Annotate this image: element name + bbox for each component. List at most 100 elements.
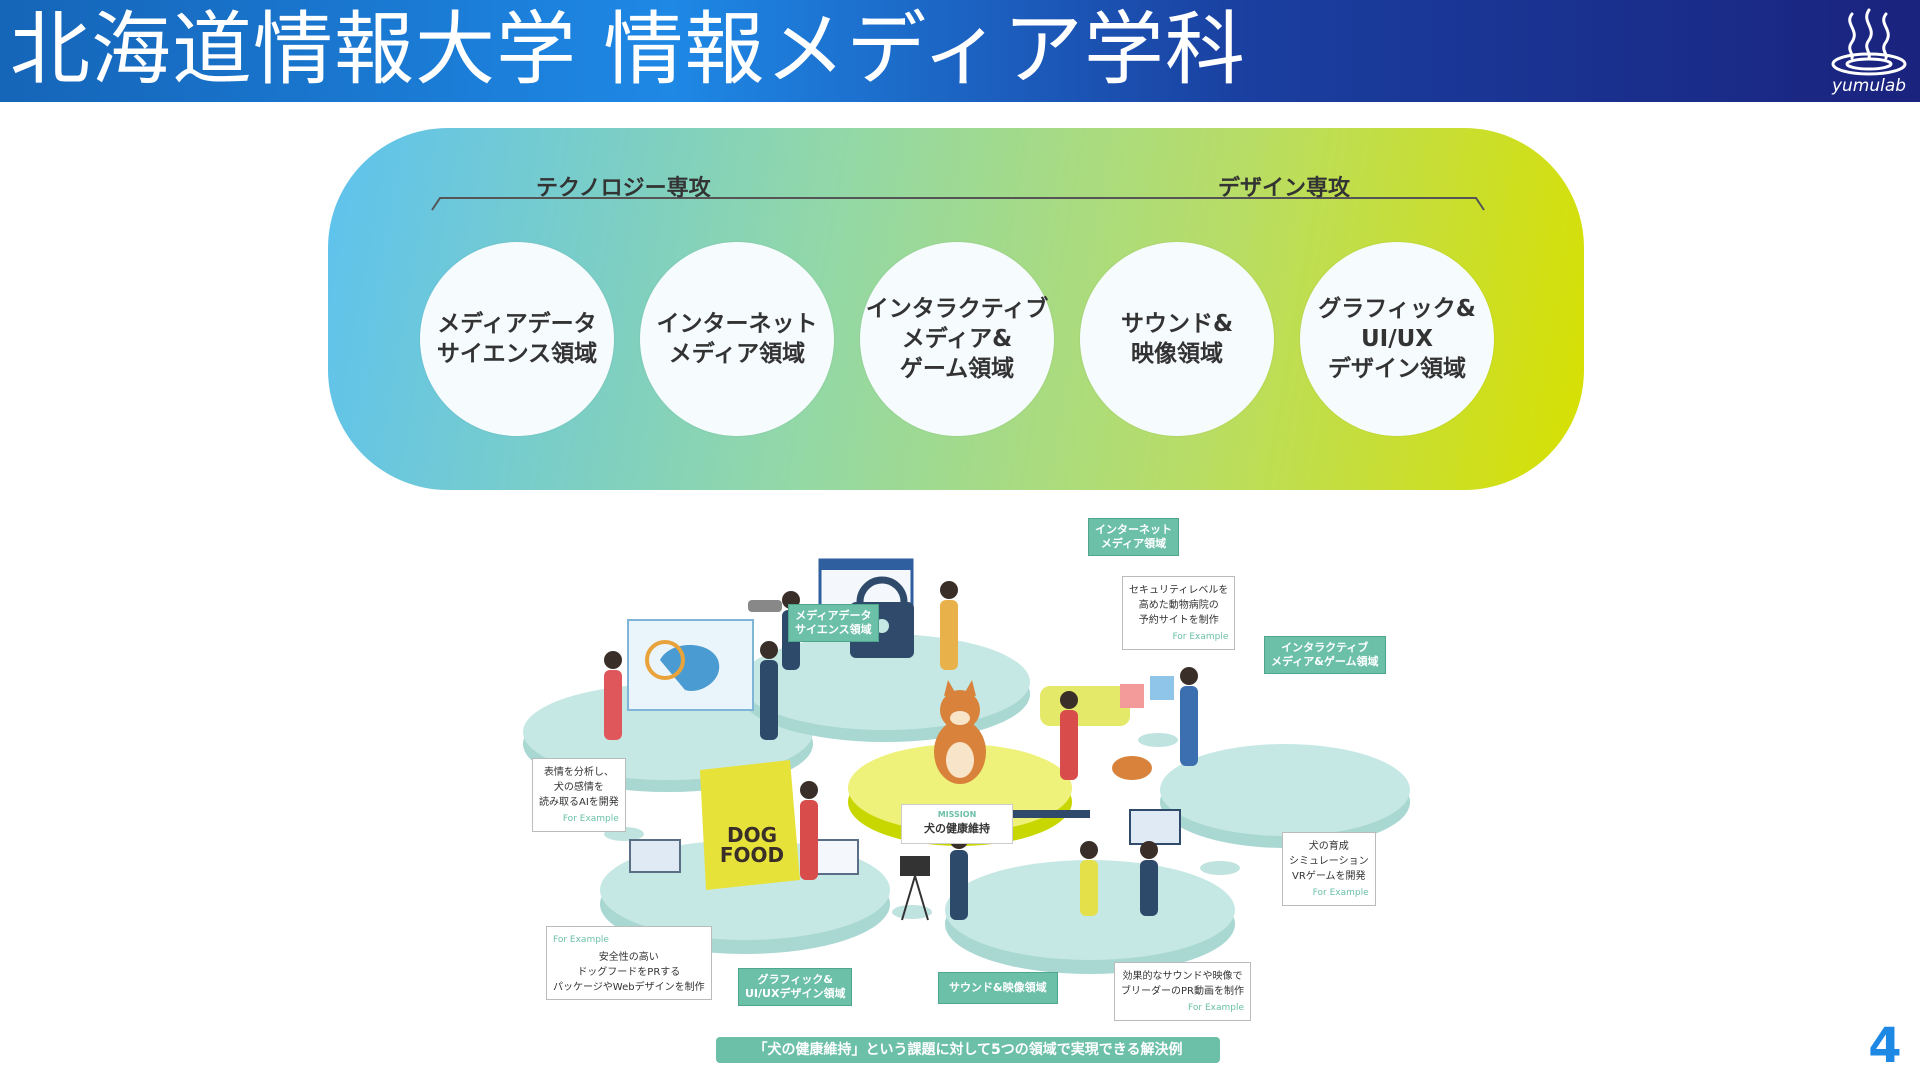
example-line: シミュレーション — [1289, 856, 1369, 867]
person-figure — [760, 660, 778, 740]
example-line: ドッグフードをPRする — [577, 967, 681, 978]
person-head — [1080, 841, 1098, 859]
dog-silhouette — [660, 645, 720, 691]
monitor-icon — [811, 839, 859, 875]
person-head — [800, 781, 818, 799]
connector-pad — [892, 905, 932, 919]
field-interactive-media-game: インタラクティブ メディア& ゲーム領域 — [860, 242, 1054, 436]
field-label-line: UI/UX — [1360, 326, 1434, 352]
for-example-label: For Example — [1172, 632, 1229, 642]
game-tile — [1120, 684, 1144, 708]
field-label-line: ゲーム領域 — [899, 356, 1015, 382]
tag-line: メディアデータ — [795, 609, 872, 622]
tag-line: グラフィック& — [757, 973, 833, 986]
example-line: 犬の育成 — [1308, 841, 1349, 852]
tag-line: サウンド&映像領域 — [949, 981, 1047, 994]
field-sound-video: サウンド& 映像領域 — [1080, 242, 1274, 436]
example-line: 犬の感情を — [553, 782, 604, 793]
field-label-line: サウンド& — [1120, 311, 1234, 337]
dog-food-text: FOOD — [720, 843, 784, 867]
tag-graphic-uiux: グラフィック& UI/UXデザイン領域 — [738, 968, 853, 1006]
design-major-label: デザイン専攻 — [1218, 176, 1351, 201]
tag-sound-video: サウンド&映像領域 — [938, 972, 1058, 1004]
studio-frame — [960, 810, 1090, 818]
technology-major-label: テクノロジー専攻 — [536, 176, 711, 201]
field-graphic-uiux-design: グラフィック& UI/UX デザイン領域 — [1300, 242, 1494, 436]
game-tile — [1150, 676, 1174, 700]
person-figure — [1140, 860, 1158, 916]
person-figure — [604, 670, 622, 740]
example-internet: セキュリティレベルを 高めた動物病院の 予約サイトを制作 For Example — [1122, 576, 1236, 650]
field-label-line: サイエンス領域 — [436, 341, 598, 367]
platform-interactive — [1160, 744, 1410, 848]
person-figure — [1080, 860, 1098, 916]
for-example-label: For Example — [562, 814, 619, 824]
field-internet-media: インターネット メディア領域 — [640, 242, 834, 436]
person-figure — [1060, 710, 1078, 780]
field-media-data-science: メディアデータ サイエンス領域 — [420, 242, 614, 436]
field-label-line: デザイン領域 — [1328, 356, 1466, 382]
example-data-science: 表情を分析し、 犬の感情を 読み取るAIを開発 For Example — [532, 758, 626, 832]
dog-food-bag: DOG FOOD — [700, 760, 800, 890]
mission-label: MISSION 犬の健康維持 — [901, 804, 1013, 844]
example-sound: 効果的なサウンドや映像で ブリーダーのPR動画を制作 For Example — [1114, 962, 1251, 1021]
solution-illustration: DOG FOOD — [523, 558, 1410, 974]
magnifier-icon — [645, 640, 685, 680]
example-line: 読み取るAIを開発 — [539, 797, 619, 808]
lock-shackle — [856, 576, 908, 603]
example-line: 予約サイトを制作 — [1138, 615, 1219, 626]
example-interactive: 犬の育成 シミュレーション VRゲームを開発 For Example — [1282, 832, 1376, 906]
tag-data-science: メディアデータ サイエンス領域 — [788, 604, 879, 642]
person-head — [1140, 841, 1158, 859]
field-label-line: インターネット — [656, 311, 818, 337]
field-label-line: 映像領域 — [1131, 341, 1223, 367]
example-line: セキュリティレベルを — [1129, 585, 1229, 596]
example-graphic: For Example 安全性の高い ドッグフードをPRする パッケージやWeb… — [546, 926, 712, 1000]
example-line: 高めた動物病院の — [1138, 600, 1219, 611]
browser-titlebar — [820, 560, 912, 570]
tag-line: インタラクティブ — [1281, 641, 1369, 654]
person-figure — [940, 600, 958, 670]
example-line: VRゲームを開発 — [1292, 871, 1366, 882]
field-label-line: メディア& — [901, 326, 1013, 352]
editing-monitor — [1129, 809, 1181, 845]
tag-line: サイエンス領域 — [795, 623, 872, 636]
mission-heading: MISSION — [937, 810, 977, 819]
person-head — [1060, 691, 1078, 709]
connector-pad — [1138, 733, 1178, 747]
tag-line: メディア&ゲーム領域 — [1271, 655, 1379, 668]
tripod — [901, 875, 929, 921]
illustration-caption: 「犬の健康維持」という課題に対して5つの領域で実現できる解決例 — [716, 1037, 1220, 1063]
tag-line: インターネット — [1095, 523, 1172, 536]
video-camera-icon — [900, 856, 930, 876]
field-label-line: メディアデータ — [437, 311, 597, 337]
field-label-line: メディア領域 — [668, 341, 806, 367]
field-label-line: インタラクティブ — [865, 296, 1049, 322]
person-head — [760, 641, 778, 659]
hot-spring-icon — [1831, 8, 1907, 76]
person-figure — [1180, 686, 1198, 766]
logo-text: yumulab — [1831, 76, 1907, 96]
for-example-label: For Example — [1312, 888, 1369, 898]
example-line: 表情を分析し、 — [543, 767, 614, 778]
drone-icon — [748, 600, 782, 612]
laptop-icon — [629, 839, 681, 873]
header-bar: 北海道情報大学 情報メディア学科 — [0, 0, 1920, 102]
for-example-label: For Example — [1188, 1003, 1244, 1013]
tag-line: UI/UXデザイン領域 — [745, 987, 846, 1000]
person-head — [604, 651, 622, 669]
example-line: 効果的なサウンドや映像で — [1122, 971, 1243, 982]
for-example-label: For Example — [553, 935, 609, 945]
example-line: パッケージやWebデザインを制作 — [553, 982, 705, 993]
person-head — [940, 581, 958, 599]
person-figure — [800, 800, 818, 880]
tag-internet-media: インターネット メディア領域 — [1088, 518, 1179, 556]
person-head — [1180, 667, 1198, 685]
dog-food-text: DOG — [727, 823, 777, 847]
example-line: ブリーダーのPR動画を制作 — [1121, 986, 1244, 997]
field-label-line: グラフィック& — [1318, 296, 1476, 322]
example-line: 安全性の高い — [598, 952, 659, 963]
connector-pad — [1200, 861, 1240, 875]
slide-title: 北海道情報大学 情報メディア学科 — [10, 3, 1246, 96]
axis-arrow — [431, 197, 1485, 211]
